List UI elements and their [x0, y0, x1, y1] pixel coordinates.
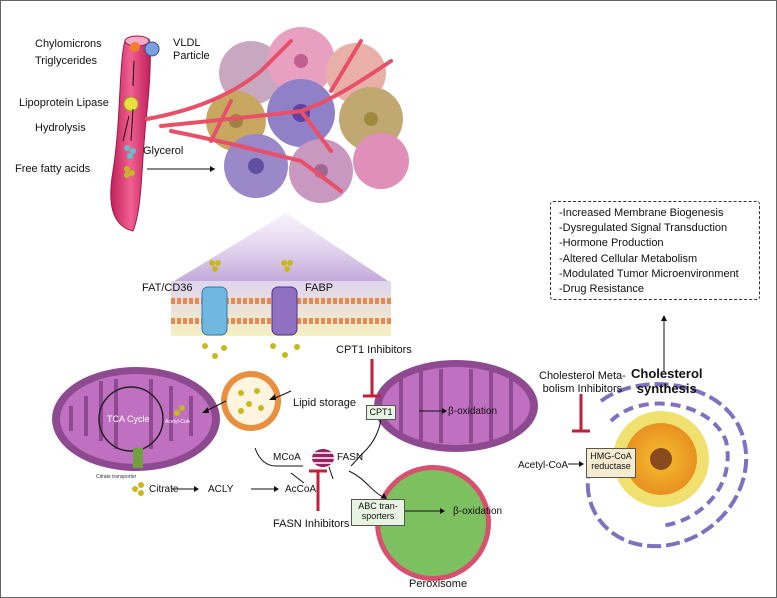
label-hydrolysis: Hydrolysis — [35, 122, 86, 134]
label-mcoa: MCoA — [273, 452, 301, 463]
label-lipoprotein-lipase: Lipoprotein Lipase — [19, 97, 109, 109]
label-accoa: AcCoA — [285, 484, 317, 495]
cell-membrane — [171, 281, 391, 336]
label-beta-oxidation-perox: β-oxidation — [453, 506, 503, 517]
label-beta-oxidation-mito: β-oxidation — [448, 406, 498, 417]
abc-transporters-box: ABC tran- sporters — [351, 499, 405, 526]
label-lipid-storage: Lipid storage — [293, 397, 356, 409]
tumor-vessels — [145, 39, 393, 193]
effect-item: -Dysregulated Signal Transduction — [559, 222, 728, 235]
tumor-mass — [206, 27, 409, 203]
tca-mitochondrion — [52, 367, 220, 471]
fasn-icon — [312, 449, 334, 467]
label-acly: ACLY — [208, 484, 234, 495]
label-glycerol: Glycerol — [143, 145, 184, 157]
effect-item: -Modulated Tumor Microenvironment — [559, 267, 739, 280]
label-triglycerides: Triglycerides — [35, 55, 97, 67]
zoom-cone — [171, 213, 391, 283]
effect-item: -Hormone Production — [559, 237, 664, 250]
label-fabp: FABP — [305, 282, 334, 294]
oxidation-mitochondrion — [374, 360, 538, 452]
label-cholesterol-synthesis: Cholesterol synthesis — [631, 366, 703, 396]
label-citrate-transporter: Citrate transporter — [96, 474, 137, 480]
peroxisome-organelle — [375, 465, 491, 581]
effect-item: -Altered Cellular Metabolism — [559, 252, 698, 265]
lipid-droplet — [221, 371, 281, 431]
label-citrate: Citrate — [149, 484, 179, 495]
label-chylomicrons: Chylomicrons — [35, 38, 102, 50]
cholesterol-cell — [585, 382, 749, 549]
label-free-fatty-acids: Free fatty acids — [15, 163, 91, 175]
label-cpt1-inhibitors: CPT1 Inhibitors — [336, 344, 412, 356]
label-vldl: VLDL — [173, 37, 201, 49]
label-peroxisome: Peroxisome — [409, 578, 468, 590]
label-particle: Particle — [173, 50, 210, 62]
label-fasn-inhibitors: FASN Inhibitors — [273, 518, 350, 530]
effect-item: -Drug Resistance — [559, 283, 644, 296]
effect-item: -Increased Membrane Biogenesis — [559, 207, 724, 219]
label-acetyl-coa: Acetyl-CoA — [518, 460, 569, 471]
label-fasn: FASN — [337, 452, 364, 463]
inhibitor-bars — [309, 359, 590, 511]
label-tca-cycle: TCA Cycle — [107, 414, 150, 424]
label-fat-cd36: FAT/CD36 — [142, 282, 193, 294]
label-acetyl-coa-small: Acetyl-CoA — [165, 419, 191, 425]
cpt1-box: CPT1 — [366, 405, 396, 420]
blood-vessel — [110, 38, 151, 232]
effects-box: -Increased Membrane Biogenesis -Dysregul… — [550, 201, 760, 300]
label-cholesterol-inhibitors: Cholesterol Meta- bolism Inhibitors — [539, 370, 626, 395]
hmg-coa-box: HMG-CoA reductase — [586, 448, 636, 478]
